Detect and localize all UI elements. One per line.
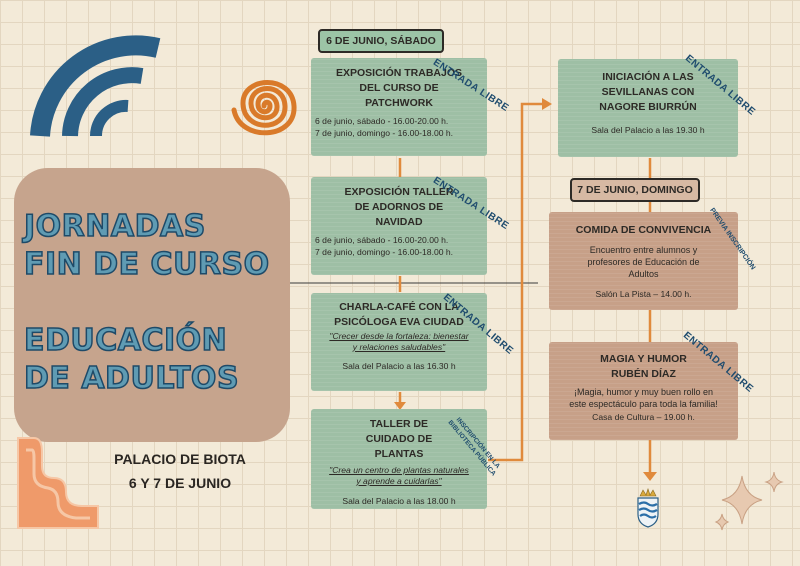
event-description: Encuentro entre alumnos y profesores de … xyxy=(587,245,700,279)
title-line-1: JORNADAS xyxy=(23,209,206,244)
event-place: Sala del Palacio a las 19.30 h xyxy=(591,125,705,135)
event-card-charla: CHARLA-CAFÉ CON LA PSICÓLOGA EVA CIUDAD … xyxy=(311,293,487,391)
title-line-3: EDUCACIÓN xyxy=(23,323,228,358)
event-title: EXPOSICIÓN TALLER DE ADORNOS DE NAVIDAD xyxy=(344,186,454,228)
title-panel: JORNADAS FIN DE CURSO EDUCACIÓN DE ADULT… xyxy=(14,168,290,442)
event-title: INICIACIÓN A LAS SEVILLANAS CON NAGORE B… xyxy=(599,71,697,113)
event-place: Sala del Palacio a las 18.00 h xyxy=(342,496,456,506)
event-card-plantas: TALLER DE CUIDADO DE PLANTAS "Crea un ce… xyxy=(311,409,487,509)
event-title: MAGIA Y HUMOR RUBÉN DÍAZ xyxy=(600,353,687,380)
event-schedule-sat: 6 de junio, sábado - 16.00-20.00 h. xyxy=(315,235,449,245)
event-title: EXPOSICIÓN TRABAJOS DEL CURSO DE PATCHWO… xyxy=(335,67,463,109)
event-quote: "Crecer desde la fortaleza: bienestar y … xyxy=(329,331,469,352)
venue-dates: 6 Y 7 DE JUNIO xyxy=(128,475,232,491)
title-line-4: DE ADULTOS xyxy=(23,361,240,396)
event-schedule-sun: 7 de junio, domingo - 16.00-18.00 h. xyxy=(315,128,454,138)
event-description: ¡Magia, humor y muy buen rollo en este e… xyxy=(569,387,718,409)
arcs-decoration-icon xyxy=(30,35,161,137)
coat-of-arms-icon xyxy=(637,488,659,528)
event-card-navidad: EXPOSICIÓN TALLER DE ADORNOS DE NAVIDAD … xyxy=(311,177,487,275)
title-line-2: FIN DE CURSO xyxy=(23,247,270,282)
event-quote: "Crea un centro de plantas naturales y a… xyxy=(329,465,469,486)
event-card-sevillanas: INICIACIÓN A LAS SEVILLANAS CON NAGORE B… xyxy=(558,59,738,157)
day2-date-tab: 7 DE JUNIO, DOMINGO xyxy=(570,178,700,202)
event-card-comida: COMIDA DE CONVIVENCIA Encuentro entre al… xyxy=(549,212,738,310)
venue-name: PALACIO DE BIOTA xyxy=(114,451,246,467)
event-schedule-sun: 7 de junio, domingo - 16.00-18.00 h. xyxy=(315,247,454,257)
sparkle-stars-icon xyxy=(714,471,784,531)
event-title: TALLER DE CUIDADO DE PLANTAS xyxy=(365,418,433,460)
event-place: Sala del Palacio a las 16.30 h xyxy=(342,361,456,371)
event-schedule-sat: 6 de junio, sábado - 16.00-20.00 h. xyxy=(315,116,449,126)
day1-date-tab: 6 DE JUNIO, SÁBADO xyxy=(318,29,444,53)
event-place: Salón La Pista – 14.00 h. xyxy=(595,289,692,299)
event-place: Casa de Cultura – 19.00 h. xyxy=(592,412,695,422)
event-card-patchwork: EXPOSICIÓN TRABAJOS DEL CURSO DE PATCHWO… xyxy=(311,58,487,156)
spiral-icon xyxy=(231,80,297,136)
wave-shape-icon xyxy=(17,437,99,529)
event-title: CHARLA-CAFÉ CON LA PSICÓLOGA EVA CIUDAD xyxy=(334,301,464,328)
event-card-magia: MAGIA Y HUMOR RUBÉN DÍAZ ¡Magia, humor y… xyxy=(549,342,738,440)
event-title: COMIDA DE CONVIVENCIA xyxy=(575,224,712,236)
